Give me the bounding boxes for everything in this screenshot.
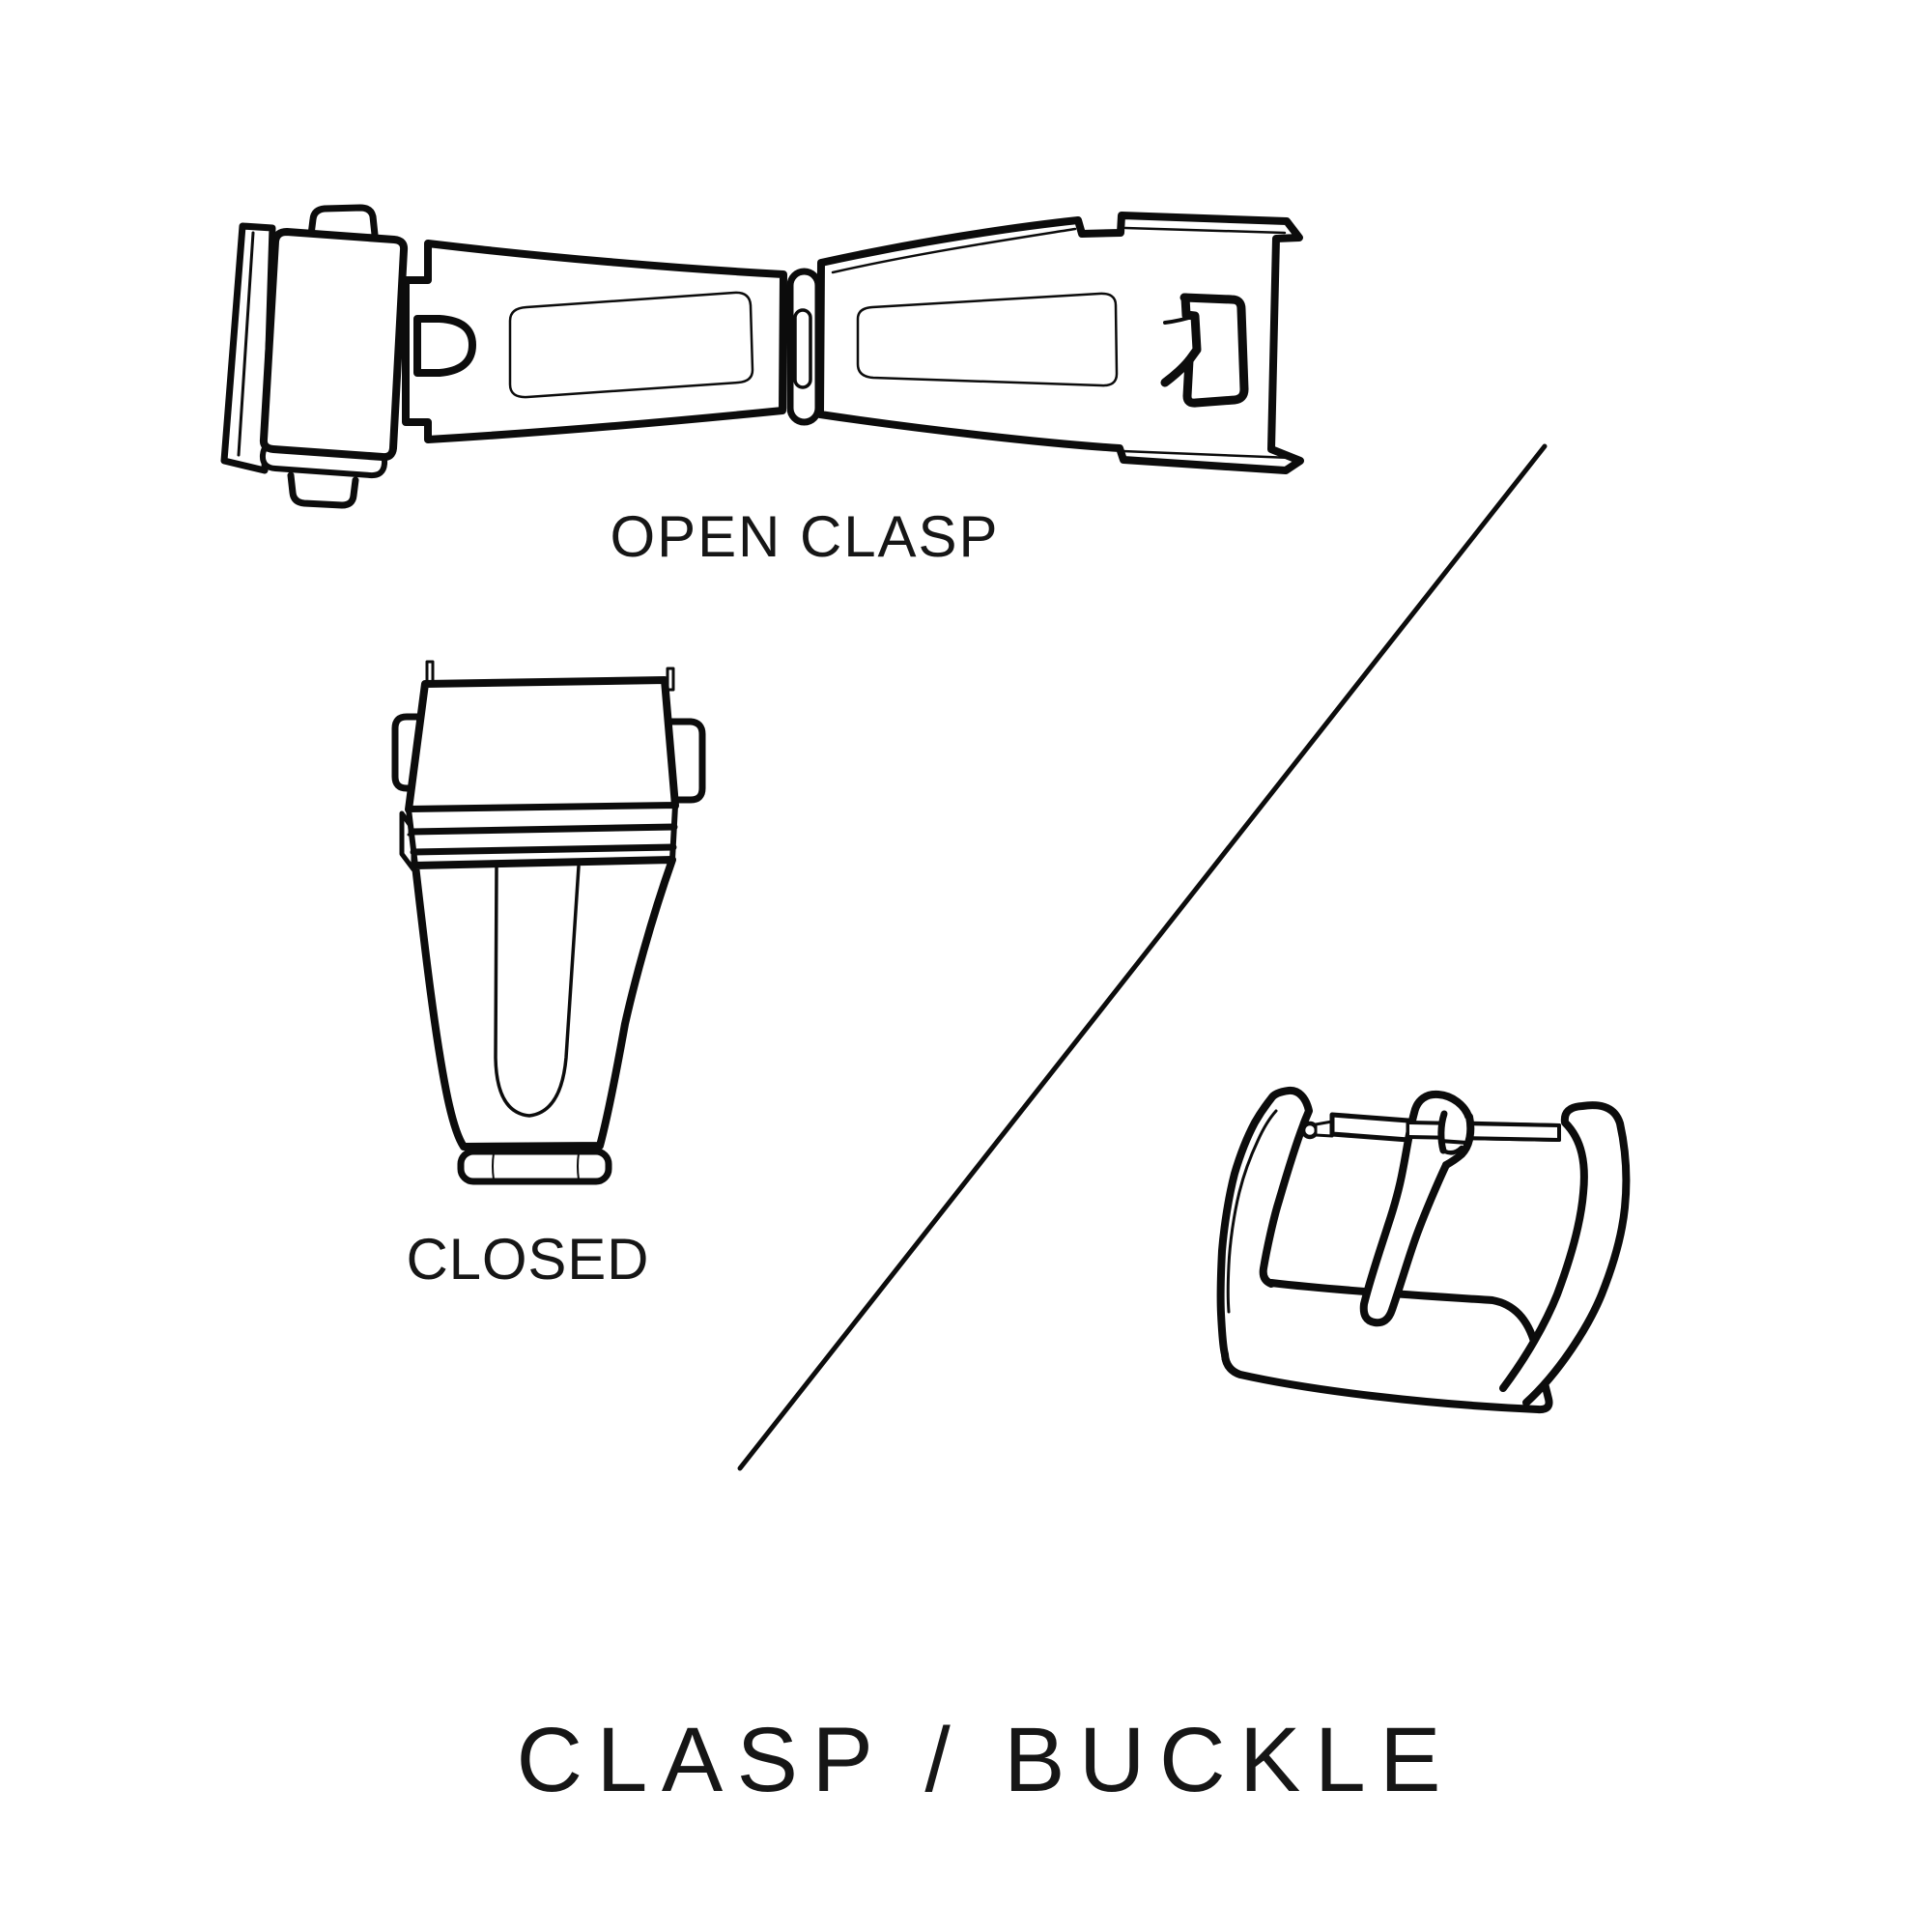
svg-text:CLOSED: CLOSED bbox=[407, 1227, 649, 1292]
svg-text:OPEN CLASP: OPEN CLASP bbox=[611, 504, 998, 569]
svg-text:CLASP / BUCKLE: CLASP / BUCKLE bbox=[517, 1709, 1441, 1811]
